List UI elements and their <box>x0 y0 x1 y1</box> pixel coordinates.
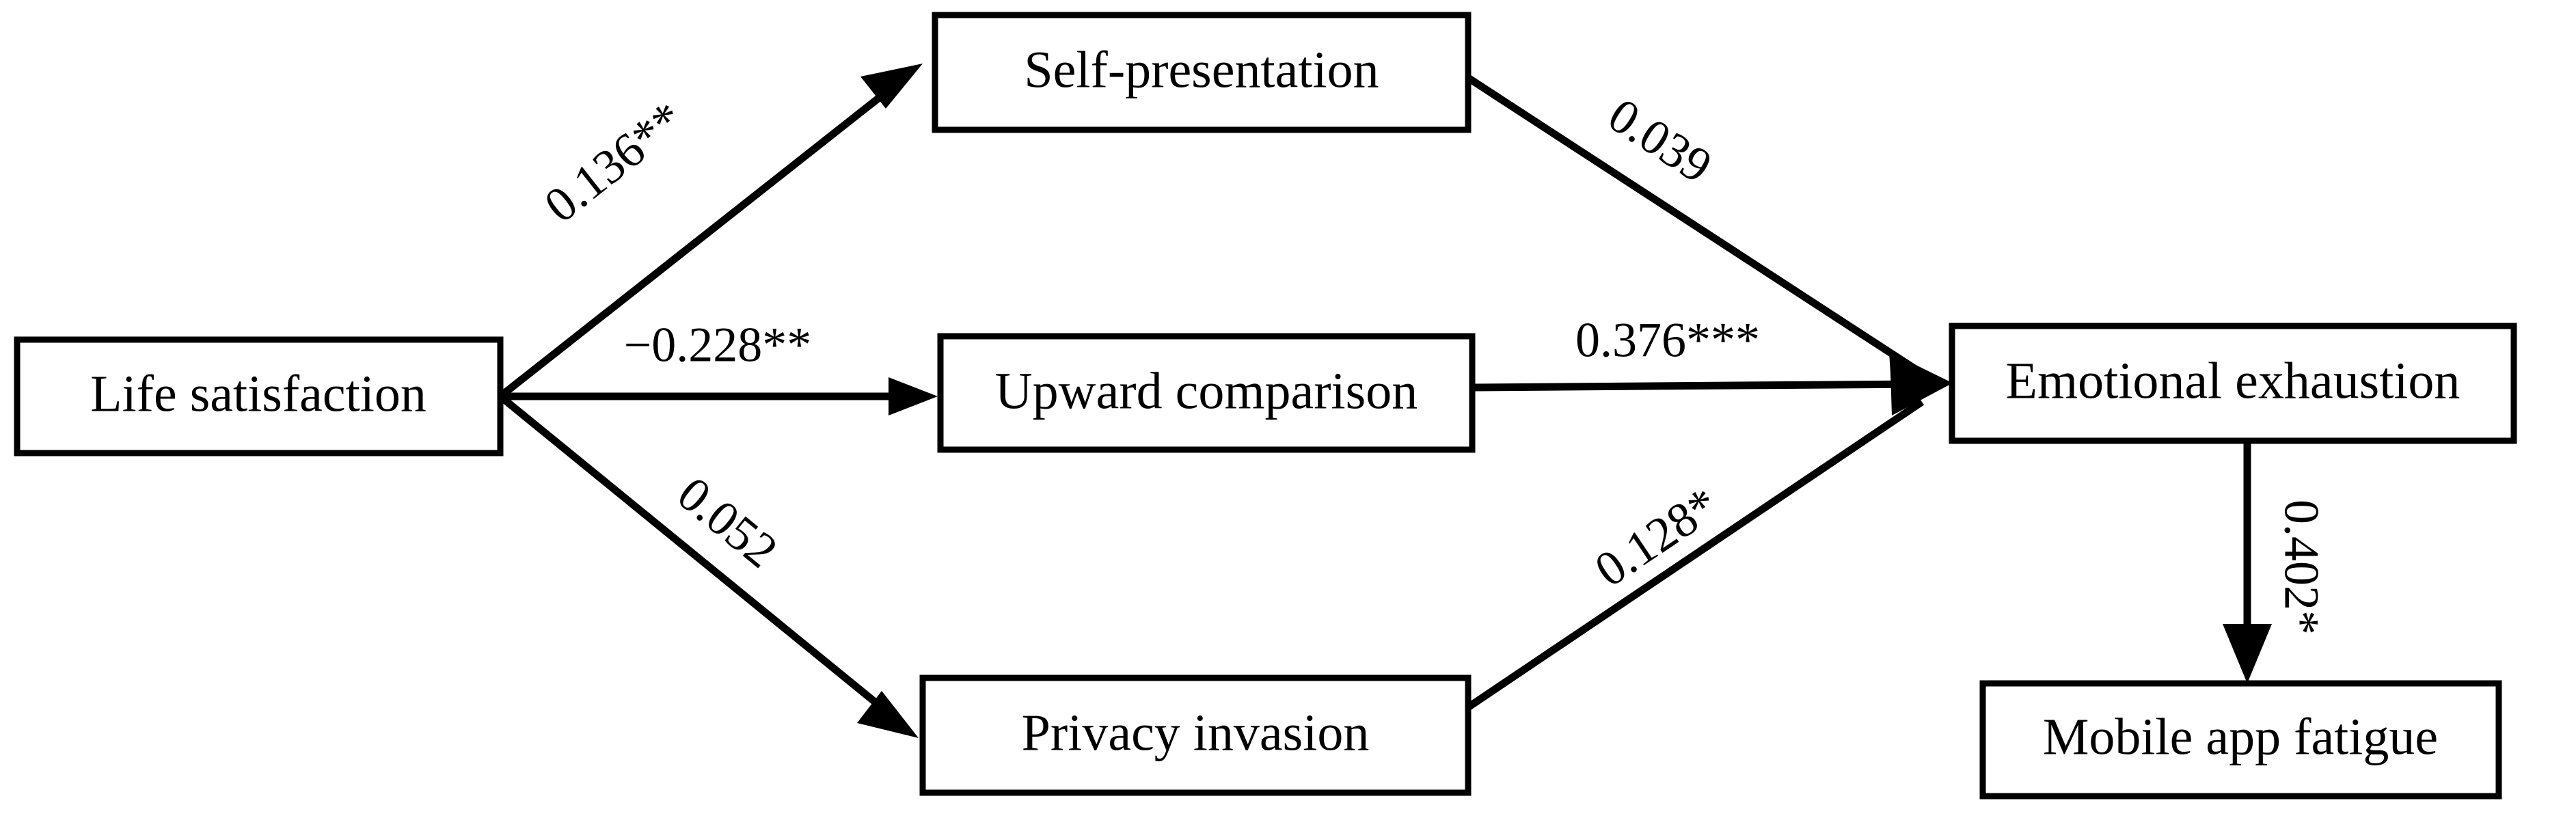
node-privacy-invasion[interactable]: Privacy invasion <box>919 674 1472 796</box>
edge-privacy-invasion-to-emotional-exhaustion[interactable]: 0.128* <box>1465 372 1952 711</box>
node-label-upward-comparison: Upward comparison <box>995 362 1418 420</box>
node-emotional-exhaustion[interactable]: Emotional exhaustion <box>1949 323 2517 444</box>
edge-label-ee-maf: 0.402* <box>2274 500 2329 635</box>
arrowhead-ls-sp <box>860 64 923 109</box>
node-label-mobile-app-fatigue: Mobile app fatigue <box>2043 708 2438 765</box>
node-mobile-app-fatigue[interactable]: Mobile app fatigue <box>1979 680 2502 800</box>
node-box-privacy-invasion <box>919 674 1472 796</box>
node-box-upward-comparison <box>937 333 1476 453</box>
node-box-self-presentation <box>932 12 1472 133</box>
arrowhead-ee-maf <box>2223 624 2272 683</box>
node-label-self-presentation: Self-presentation <box>1024 41 1379 98</box>
edge-emotional-exhaustion-to-mobile-app-fatigue[interactable]: 0.402* <box>2223 441 2329 683</box>
edge-label-uc-ee: 0.376*** <box>1575 313 1760 368</box>
edge-upward-comparison-to-emotional-exhaustion[interactable]: 0.376*** <box>1470 313 1952 403</box>
node-self-presentation[interactable]: Self-presentation <box>932 12 1472 133</box>
edge-label-ls-pi: 0.052 <box>668 466 788 578</box>
edge-line-sp-ee <box>1461 72 1923 376</box>
node-box-emotional-exhaustion <box>1949 323 2517 444</box>
node-box-life-satisfaction <box>14 336 504 456</box>
arrowhead-ls-pi <box>857 691 919 738</box>
arrowhead-pi-ee <box>1890 372 1952 415</box>
node-label-life-satisfaction: Life satisfaction <box>90 365 426 422</box>
node-life-satisfaction[interactable]: Life satisfaction <box>14 336 504 456</box>
node-box-mobile-app-fatigue <box>1979 680 2502 800</box>
node-upward-comparison[interactable]: Upward comparison <box>937 333 1476 453</box>
edge-line-uc-ee <box>1470 380 1923 392</box>
edge-label-ls-uc: −0.228** <box>624 318 812 372</box>
edge-life-satisfaction-to-upward-comparison[interactable]: −0.228** <box>500 318 938 415</box>
edge-label-ls-sp: 0.136** <box>534 91 694 233</box>
arrowhead-ls-uc <box>889 377 938 415</box>
edge-life-satisfaction-to-privacy-invasion[interactable]: 0.052 <box>498 393 919 738</box>
edge-line-pi-ee <box>1465 398 1925 711</box>
edge-line-ls-pi <box>498 393 893 718</box>
node-label-privacy-invasion: Privacy invasion <box>1022 704 1370 761</box>
node-label-emotional-exhaustion: Emotional exhaustion <box>2006 352 2460 409</box>
edge-line-ls-sp <box>498 77 904 400</box>
